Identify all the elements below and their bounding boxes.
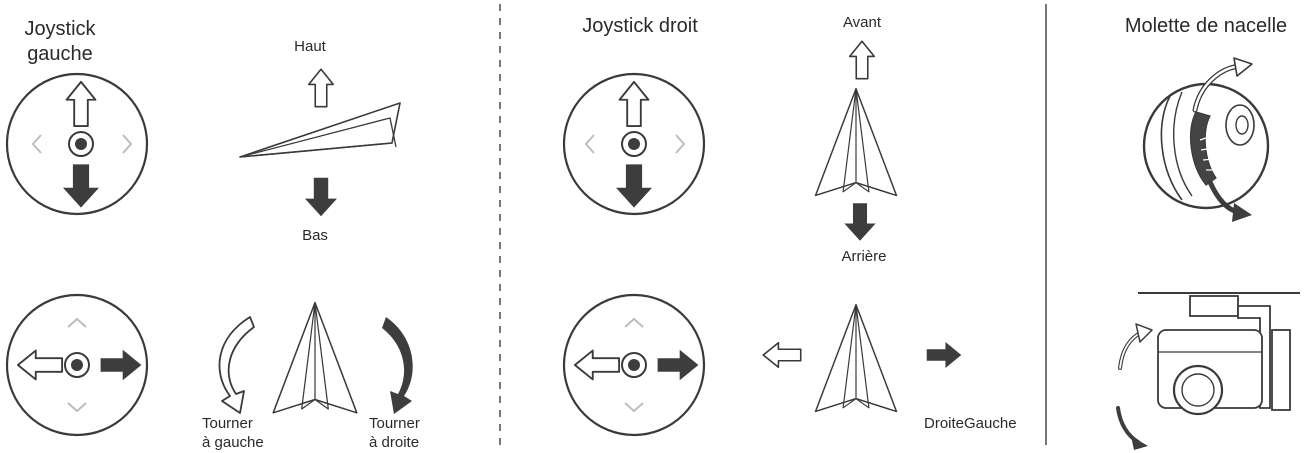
chevron-right-faint-icon bbox=[122, 134, 133, 154]
right-stick-dial-vertical bbox=[562, 72, 706, 216]
left-stick-title-line2: gauche bbox=[27, 43, 93, 65]
stick-center-icon bbox=[64, 352, 90, 378]
chevron-up-faint-icon bbox=[624, 317, 644, 328]
label-up: Haut bbox=[294, 38, 327, 55]
left-stick-title-line1: Joystick bbox=[24, 18, 96, 40]
rotate-left-hollow-icon bbox=[218, 316, 255, 414]
left-stick-section: Joystick gauche Haut Bas bbox=[5, 18, 420, 451]
label-down: Bas bbox=[302, 227, 328, 244]
arrow-down-solid-icon bbox=[844, 203, 876, 241]
arrow-down-solid-icon bbox=[305, 177, 337, 217]
arrow-right-solid-icon bbox=[926, 342, 962, 368]
chevron-left-faint-icon bbox=[31, 134, 42, 154]
chevron-up-faint-icon bbox=[67, 317, 87, 328]
label-backward: Arrière bbox=[841, 248, 886, 265]
arrow-up-hollow-icon bbox=[307, 68, 335, 108]
arrow-left-hollow-icon bbox=[762, 341, 802, 369]
label-lateral: DroiteGauche bbox=[924, 415, 1017, 432]
label-forward: Avant bbox=[843, 14, 882, 31]
right-stick-title: Joystick droit bbox=[582, 15, 698, 37]
chevron-down-faint-icon bbox=[624, 402, 644, 413]
arrow-up-hollow-icon bbox=[848, 40, 876, 80]
plane-top-roll-icon bbox=[814, 304, 898, 413]
label-turn-right-line2: à droite bbox=[369, 434, 419, 451]
left-stick-dial-vertical bbox=[5, 72, 149, 216]
gimbal-dial-closeup-icon bbox=[1142, 57, 1270, 222]
label-turn-left-line2: à gauche bbox=[202, 434, 264, 451]
gimbal-section: Molette de nacelle bbox=[1116, 15, 1300, 450]
chevron-down-faint-icon bbox=[67, 402, 87, 413]
right-stick-section: Joystick droit Avant Arrière bbox=[562, 14, 1017, 437]
right-stick-dial-horizontal bbox=[562, 293, 706, 437]
stick-center-icon bbox=[621, 352, 647, 378]
label-turn-right-line1: Tourner bbox=[369, 415, 420, 432]
plane-side-climbing-icon bbox=[239, 102, 401, 158]
chevron-left-faint-icon bbox=[584, 134, 595, 154]
rotate-right-solid-icon bbox=[382, 317, 413, 414]
chevron-right-faint-icon bbox=[675, 134, 686, 154]
stick-center-icon bbox=[621, 131, 647, 157]
gimbal-title: Molette de nacelle bbox=[1125, 15, 1287, 37]
plane-top-yaw-icon bbox=[272, 301, 358, 414]
stick-center-icon bbox=[68, 131, 94, 157]
gimbal-camera-icon bbox=[1116, 292, 1300, 450]
left-stick-dial-horizontal bbox=[5, 293, 149, 437]
label-turn-left-line1: Tourner bbox=[202, 415, 253, 432]
plane-top-pitch-icon bbox=[814, 88, 898, 197]
